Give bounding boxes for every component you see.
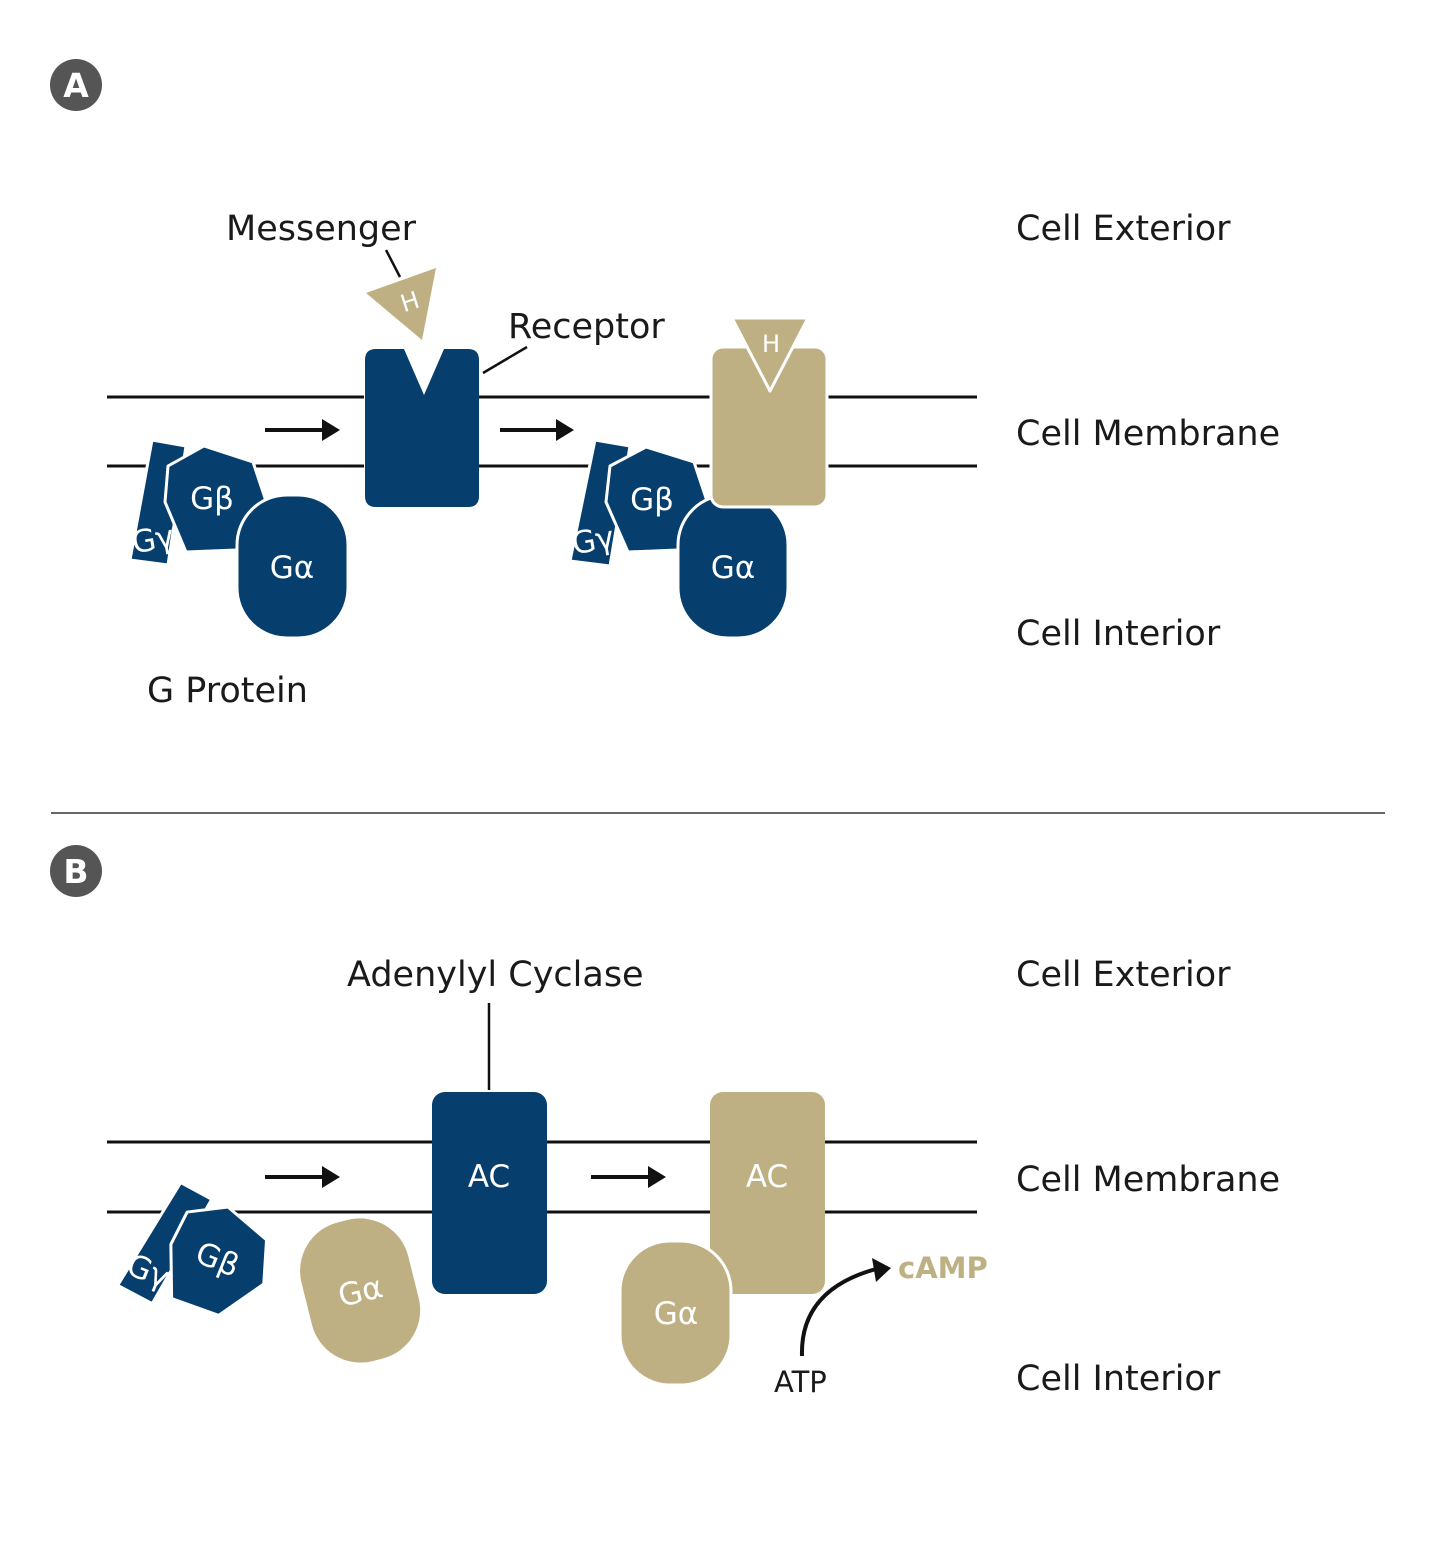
bound-hormone-label: H [762,330,780,358]
cell-interior-label-b: Cell Interior [1016,1359,1221,1399]
atp-to-camp-arrow-head [872,1258,891,1282]
g-beta-label-2: Gβ [630,482,674,518]
messenger-label: Messenger [226,209,417,249]
g-beta-gamma-dimer: Gγ Gβ [116,1181,269,1317]
messenger-hormone-shape [366,268,436,340]
g-beta-label-1: Gβ [190,481,234,517]
ac-inactive [432,1092,547,1294]
panel-b: B Adenylyl Cyclase AC Gγ Gβ [50,845,1280,1399]
badge-b-label: B [63,852,88,891]
arrow-b-2-head [648,1166,666,1188]
atp-label: ATP [774,1365,827,1399]
g-beta-shape-b [169,1205,269,1317]
receptor-leader-line [482,345,528,375]
cell-membrane-label-b: Cell Membrane [1016,1160,1280,1200]
g-alpha-free: Gα [300,1218,421,1363]
atp-to-camp-arrow [799,1267,877,1357]
receptor-inactive [365,349,479,507]
arrow-b-1-head [322,1166,340,1188]
camp-label: cAMP [898,1251,988,1285]
bound-hormone-shape [730,316,810,393]
g-gamma-label-2: Gγ [569,520,617,563]
ac-inactive-label: AC [468,1159,510,1195]
receptor-label: Receptor [508,307,665,347]
cell-exterior-label-a: Cell Exterior [1016,209,1231,249]
g-alpha-label-1: Gα [270,550,314,586]
g-alpha-bound-shape [618,1239,733,1387]
badge-b-circle [50,845,102,897]
g-gamma-label-1: Gγ [129,519,177,562]
badge-b: B [50,845,102,897]
cell-membrane-label-a: Cell Membrane [1016,414,1280,454]
ac-active-label: AC [746,1159,788,1195]
cell-interior-label-a: Cell Interior [1016,614,1221,654]
arrow-a-2-head [556,419,574,441]
cell-exterior-label-b: Cell Exterior [1016,955,1231,995]
g-alpha-shape-1 [235,493,350,640]
badge-a-circle [50,59,102,111]
g-protein-complex-1: Gγ Gβ Gα [128,438,350,640]
adenylyl-cyclase-label: Adenylyl Cyclase [347,955,644,995]
g-alpha-label-2: Gα [711,550,755,586]
badge-a-label: A [63,66,89,105]
g-alpha-free-shape [300,1218,421,1363]
panel-a: A H Messenger Receptor Gγ Gβ [50,59,1280,711]
g-protein-complex-2: Gγ Gβ Gα [568,438,790,640]
arrow-a-1-head [322,419,340,441]
g-alpha-bound-label: Gα [654,1296,698,1332]
ac-active [710,1092,825,1294]
messenger-leader-line [384,249,402,278]
badge-a: A [50,59,102,111]
g-protein-label: G Protein [147,671,308,711]
